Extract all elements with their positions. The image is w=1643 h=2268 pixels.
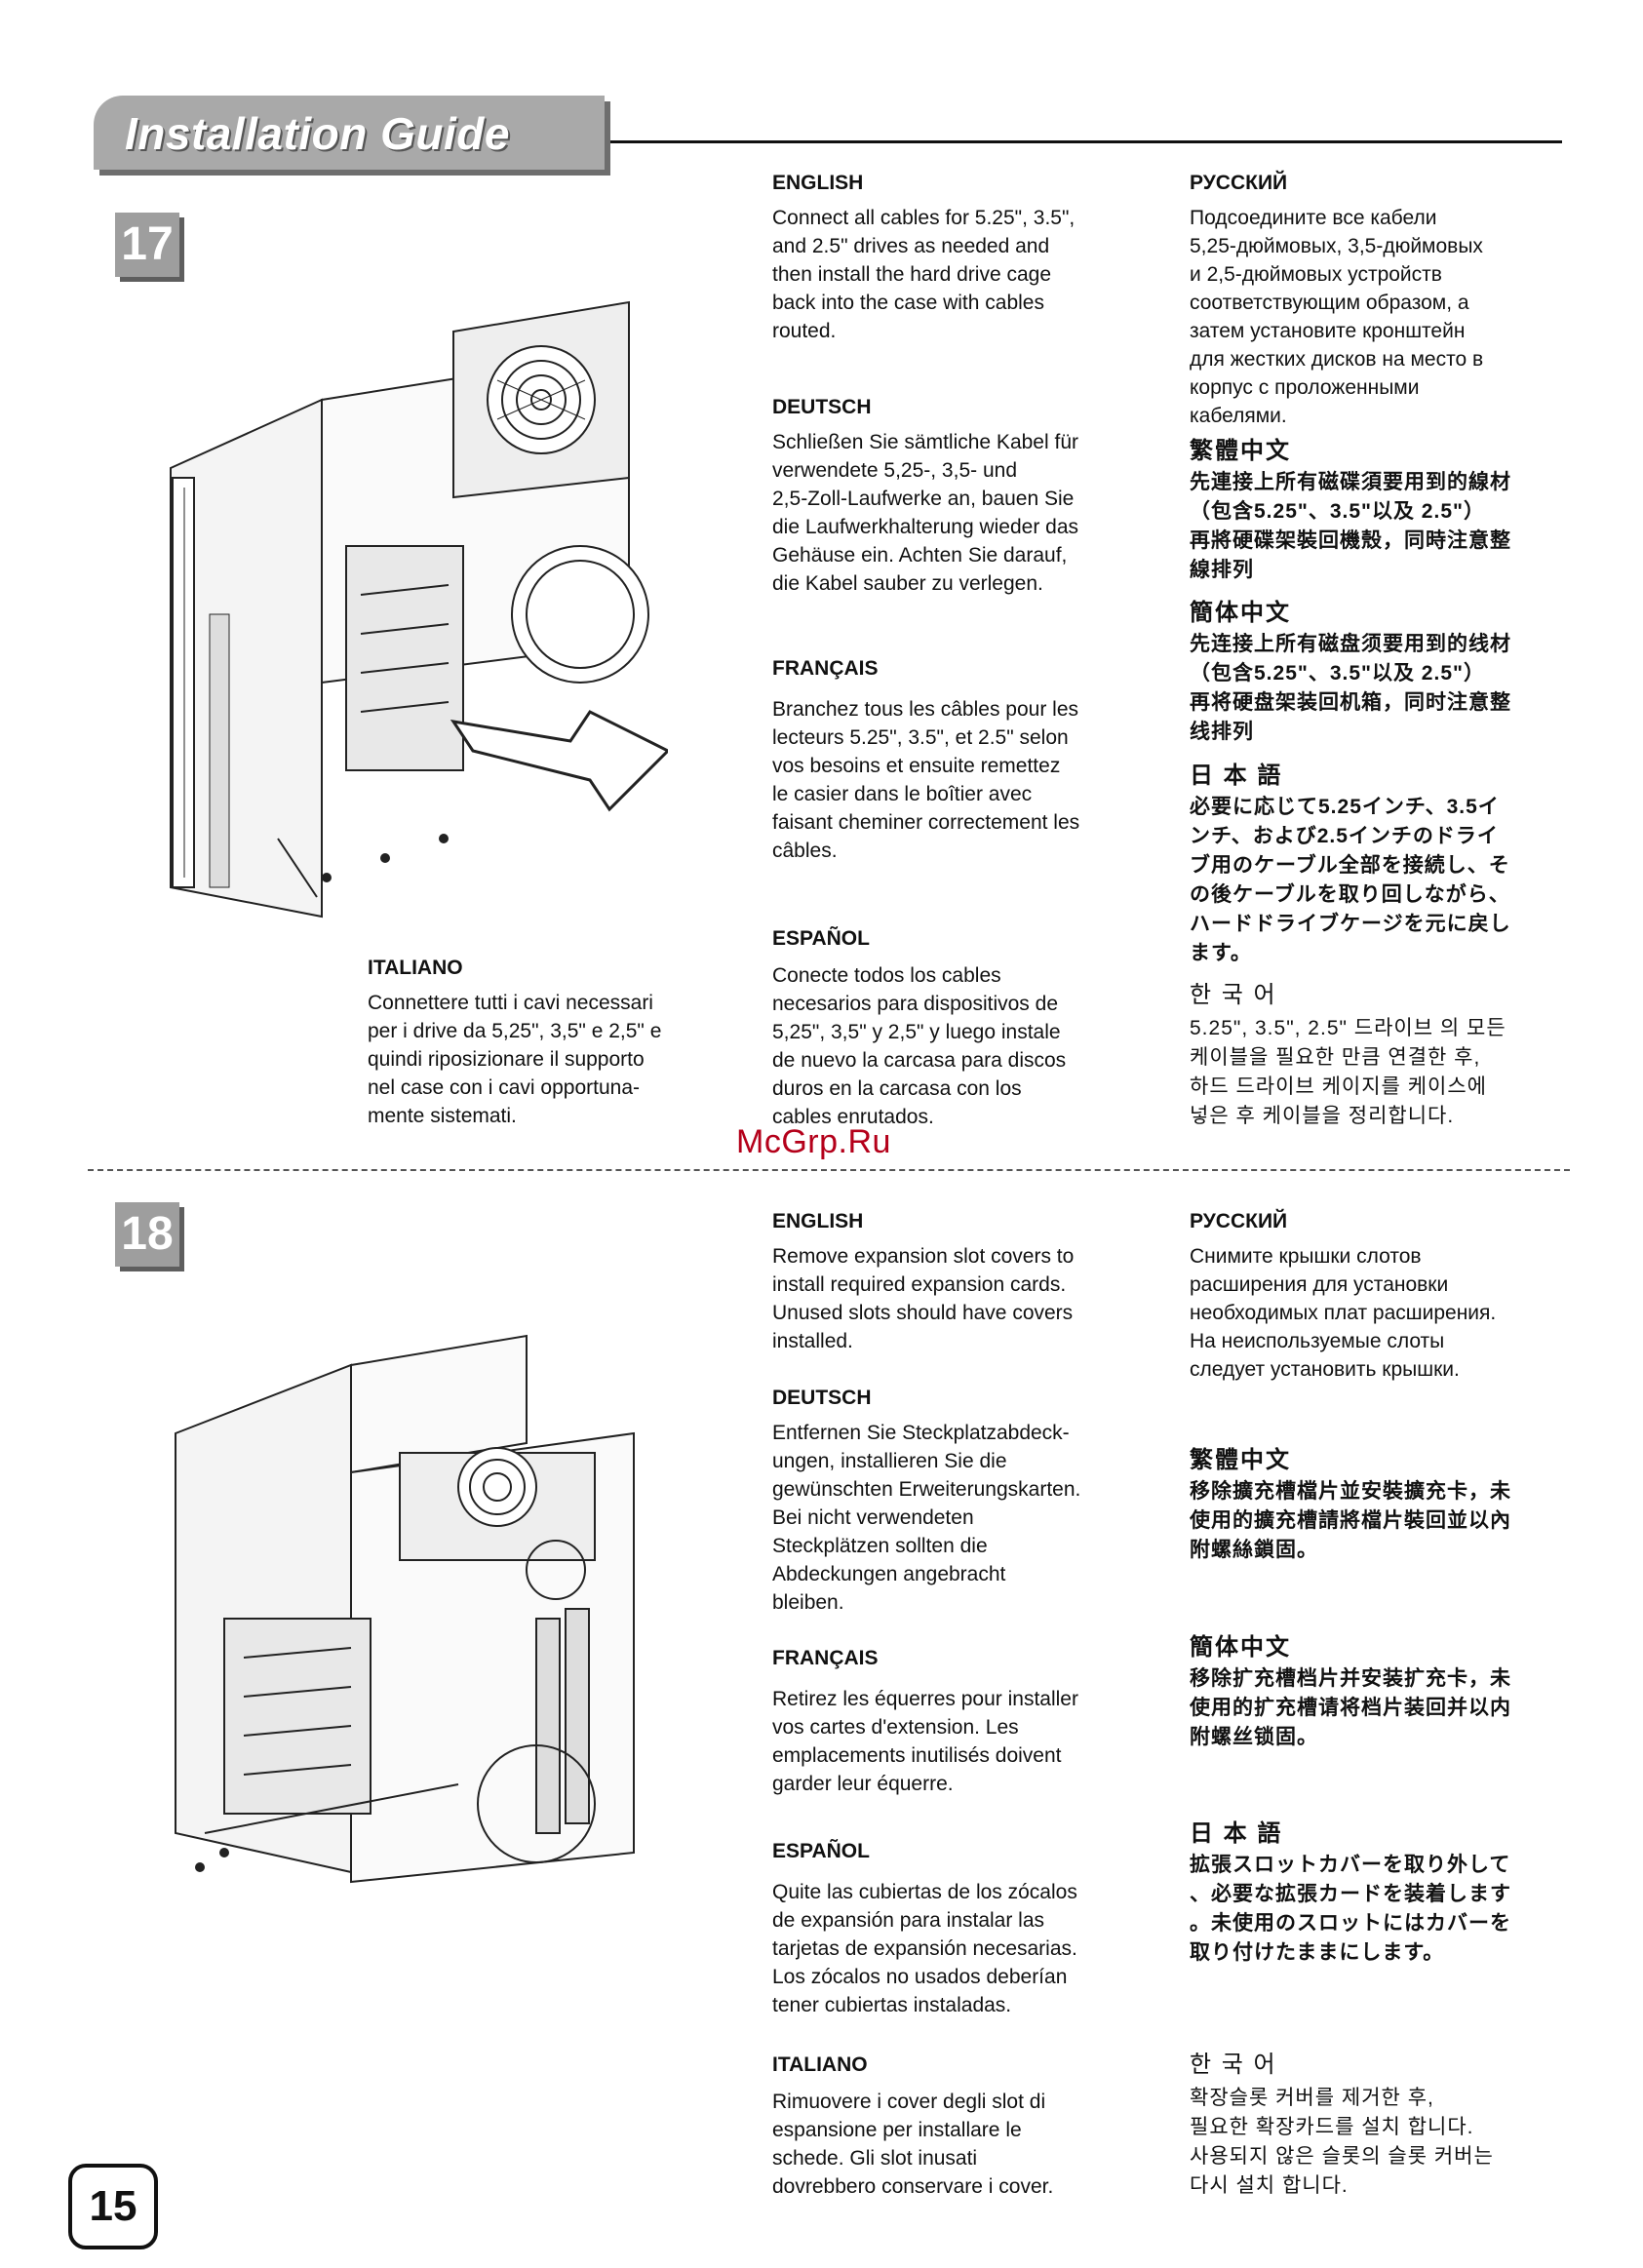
lang-text: 先連接上所有磁碟須要用到的線材 （包含5.25"、3.5"以及 2.5"） 再將… (1190, 471, 1511, 581)
case-illustration-17 (170, 300, 668, 919)
lang-text: Подсоедините все кабели 5,25-дюймовых, 3… (1190, 207, 1484, 427)
lang-text: Retirez les équerres pour installer vos … (772, 1688, 1078, 1795)
lang-heading: 한 국 어 (1190, 982, 1277, 1008)
lang-heading: DEUTSCH (772, 1387, 872, 1409)
step18-italiano: ITALIANO Rimuovere i cover degli slot di… (772, 2053, 1153, 2201)
lang-text: 移除擴充槽檔片並安裝擴充卡，未 使用的擴充槽請將檔片裝回並以內 附螺絲鎖固。 (1190, 1480, 1511, 1561)
page-title: Installation Guide (125, 108, 510, 159)
step17-english: ENGLISH Connect all cables for 5.25", 3.… (772, 171, 1153, 345)
lang-text: Remove expansion slot covers to install … (772, 1245, 1075, 1352)
step17-deutsch: DEUTSCH Schließen Sie sämtliche Kabel fü… (772, 395, 1153, 598)
header-rule (610, 140, 1562, 143)
step18-trad-chinese: 繁體中文 移除擴充槽檔片並安裝擴充卡，未 使用的擴充槽請將檔片裝回並以內 附螺絲… (1190, 1448, 1580, 1565)
lang-heading: 日 本 語 (1190, 763, 1283, 789)
lang-text: 先连接上所有磁盘须要用到的线材 （包含5.25"、3.5"以及 2.5"） 再将… (1190, 633, 1511, 743)
section-divider (88, 1169, 1570, 1171)
step18-korean: 한 국 어 확장슬롯 커버를 제거한 후, 필요한 확장카드를 설치 합니다. … (1190, 2053, 1580, 2201)
lang-heading: DEUTSCH (772, 396, 872, 418)
case-illustration-18 (175, 1334, 635, 1884)
step17-simp-chinese: 簡体中文 先连接上所有磁盘须要用到的线材 （包含5.25"、3.5"以及 2.5… (1190, 601, 1580, 747)
step17-korean: 한 국 어 5.25", 3.5", 2.5" 드라이브 의 모든 케이블을 필… (1190, 983, 1580, 1131)
lang-text: 必要に応じて5.25インチ、3.5イ ンチ、および2.5インチのドライ ブ用のケ… (1190, 796, 1511, 964)
lang-text: 移除扩充槽档片并安装扩充卡，未 使用的扩充槽请将档片装回并以内 附螺丝锁固。 (1190, 1667, 1511, 1748)
step17-francais: FRANÇAIS Branchez tous les câbles pour l… (772, 656, 1153, 865)
lang-heading: 簡体中文 (1190, 1634, 1291, 1661)
lang-heading: РУССКИЙ (1190, 1210, 1288, 1232)
lang-heading: РУССКИЙ (1190, 172, 1288, 194)
header-tab (94, 96, 605, 170)
step18-simp-chinese: 簡体中文 移除扩充槽档片并安装扩充卡，未 使用的扩充槽请将档片装回并以内 附螺丝… (1190, 1635, 1580, 1752)
lang-heading: ITALIANO (368, 957, 463, 979)
lang-heading: 한 국 어 (1190, 2052, 1277, 2078)
lang-text: Quite las cubiertas de los zócalos de ex… (772, 1881, 1077, 2016)
lang-text: 확장슬롯 커버를 제거한 후, 필요한 확장카드를 설치 합니다. 사용되지 않… (1190, 2087, 1494, 2197)
lang-heading: ENGLISH (772, 172, 864, 194)
step17-trad-chinese: 繁體中文 先連接上所有磁碟須要用到的線材 （包含5.25"、3.5"以及 2.5… (1190, 439, 1580, 585)
page-number: 15 (68, 2164, 158, 2249)
step18-japanese: 日 本 語 拡張スロットカバーを取り外して 、必要な拡張カードを装着します 。未… (1190, 1821, 1580, 1968)
step17-japanese: 日 本 語 必要に応じて5.25インチ、3.5イ ンチ、および2.5インチのドラ… (1190, 763, 1580, 968)
lang-text: Branchez tous les câbles pour les lecteu… (772, 698, 1080, 862)
step-number-18: 18 (115, 1202, 179, 1267)
step-number-17: 17 (115, 213, 179, 277)
watermark: McGrp.Ru (736, 1123, 891, 1160)
lang-heading: 繁體中文 (1190, 438, 1291, 464)
lang-text: Conecte todos los cables necesarios para… (772, 964, 1067, 1128)
lang-heading: ITALIANO (772, 2053, 868, 2076)
lang-text: Снимите крышки слотов расширения для уст… (1190, 1245, 1497, 1381)
lang-heading: ESPAÑOL (772, 1840, 870, 1862)
step18-russian: РУССКИЙ Снимите крышки слотов расширения… (1190, 1209, 1580, 1384)
step18-english: ENGLISH Remove expansion slot covers to … (772, 1209, 1153, 1355)
step17-italiano: ITALIANO Connettere tutti i cavi necessa… (368, 956, 719, 1130)
lang-text: 拡張スロットカバーを取り外して 、必要な拡張カードを装着します 。未使用のスロッ… (1190, 1854, 1511, 1964)
lang-heading: FRANÇAIS (772, 1647, 879, 1669)
lang-heading: FRANÇAIS (772, 657, 879, 680)
lang-text: 5.25", 3.5", 2.5" 드라이브 의 모든 케이블을 필요한 만큼 … (1190, 1017, 1506, 1127)
lang-heading: 繁體中文 (1190, 1447, 1291, 1473)
lang-text: Rimuovere i cover degli slot di espansio… (772, 2091, 1054, 2198)
lang-text: Entfernen Sie Steckplatzabdeck- ungen, i… (772, 1422, 1081, 1614)
step17-espanol: ESPAÑOL Conecte todos los cables necesar… (772, 926, 1153, 1131)
step17-russian: РУССКИЙ Подсоедините все кабели 5,25-дюй… (1190, 171, 1570, 430)
lang-heading: 簡体中文 (1190, 600, 1291, 626)
lang-heading: 日 本 語 (1190, 1820, 1283, 1847)
lang-text: Schließen Sie sämtliche Kabel für verwen… (772, 431, 1079, 595)
step18-deutsch: DEUTSCH Entfernen Sie Steckplatzabdeck- … (772, 1386, 1153, 1617)
lang-text: Connettere tutti i cavi necessari per i … (368, 992, 662, 1127)
step18-francais: FRANÇAIS Retirez les équerres pour insta… (772, 1646, 1153, 1798)
lang-text: Connect all cables for 5.25", 3.5", and … (772, 207, 1076, 342)
step18-espanol: ESPAÑOL Quite las cubiertas de los zócal… (772, 1839, 1153, 2019)
lang-heading: ENGLISH (772, 1210, 864, 1232)
lang-heading: ESPAÑOL (772, 927, 870, 950)
